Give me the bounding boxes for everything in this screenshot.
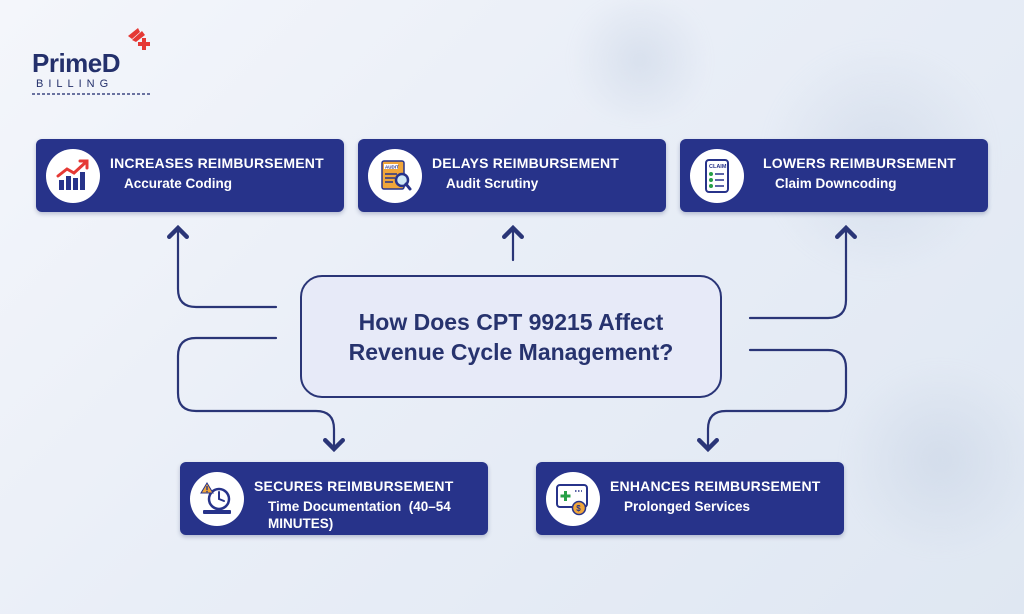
svg-text:CLAIM: CLAIM (709, 164, 727, 170)
logo-tagline (32, 93, 150, 95)
card-subtitle: Prolonged Services (624, 499, 751, 514)
central-question: How Does CPT 99215 Affect Revenue Cycle … (300, 275, 722, 398)
connector-enhances (697, 348, 848, 453)
card-title: ENHANCES REIMBURSEMENT (610, 478, 821, 494)
card-title: LOWERS REIMBURSEMENT (763, 155, 956, 171)
connector-secures (176, 336, 345, 453)
svg-text:AUDIT: AUDIT (385, 164, 399, 169)
central-question-text: How Does CPT 99215 Affect Revenue Cycle … (349, 307, 674, 367)
card-subtitle: Time Documentation (40–54 MINUTES) (268, 499, 455, 531)
card-title: DELAYS REIMBURSEMENT (432, 155, 620, 171)
card-increases-reimbursement: INCREASES REIMBURSEMENT Accurate Coding (36, 139, 344, 212)
connector-increases (167, 224, 278, 309)
card-subtitle: Audit Scrutiny (446, 176, 539, 191)
card-delays-reimbursement: AUDIT DELAYS REIMBURSEMENT Audit Scrutin… (358, 139, 666, 212)
card-secures-reimbursement: SECURES REIMBURSEMENT Time Documentation… (180, 462, 488, 535)
central-question-line1: How Does CPT 99215 Affect (358, 308, 664, 335)
background-blob (840, 360, 1024, 560)
claim-icon: CLAIM (690, 148, 744, 203)
card-subtitle: Accurate Coding (124, 176, 233, 191)
card-enhances-reimbursement: $ ENHANCES REIMBURSEMENT Prolonged Servi… (536, 462, 844, 535)
central-question-line2: Revenue Cycle Management? (348, 338, 674, 365)
medical-payment-icon: $ (546, 471, 600, 526)
logo-mark-icon (128, 28, 150, 50)
card-title: SECURES REIMBURSEMENT (254, 478, 454, 494)
brand-logo: PrimeD BILLING (28, 26, 158, 100)
background-blob (560, 0, 720, 120)
audit-icon: AUDIT (368, 148, 422, 203)
stopwatch-icon (190, 471, 244, 526)
logo-wordmark: PrimeD (32, 48, 121, 78)
growth-chart-icon (46, 148, 100, 203)
card-subtitle: Claim Downcoding (775, 176, 897, 191)
connector-lowers (748, 224, 857, 320)
card-title: INCREASES REIMBURSEMENT (110, 155, 324, 171)
svg-text:$: $ (576, 504, 581, 513)
logo-billing: BILLING (36, 78, 114, 90)
card-lowers-reimbursement: CLAIM LOWERS REIMBURSEMENT Claim Downcod… (680, 139, 988, 212)
